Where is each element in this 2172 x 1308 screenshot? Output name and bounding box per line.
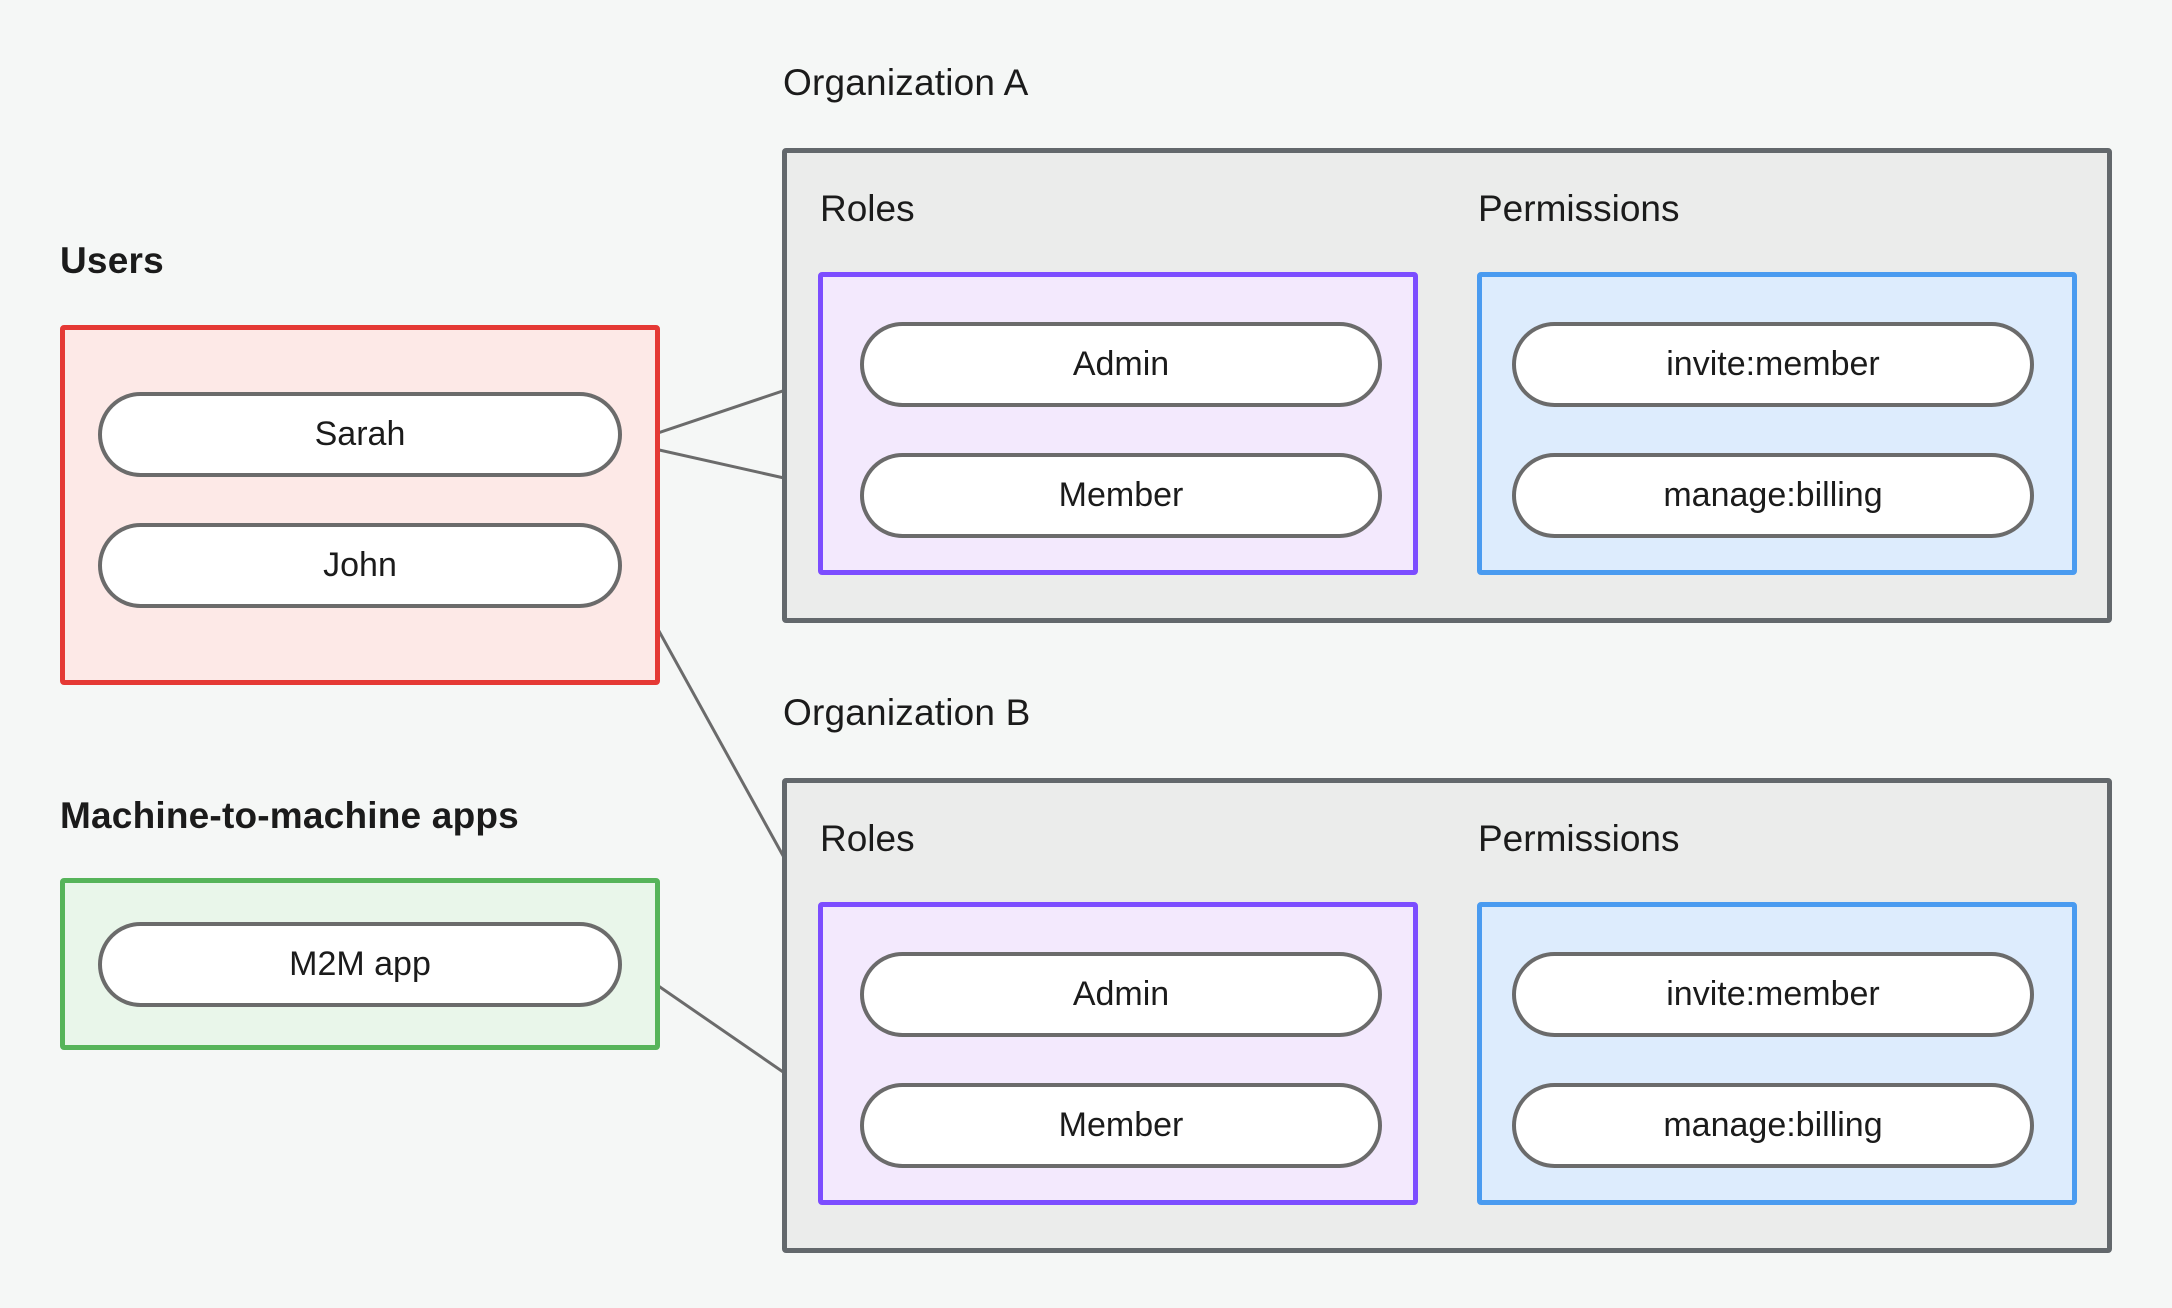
orgB-permissions-caption: Permissions xyxy=(1478,818,1680,859)
user-node-john[interactable]: John xyxy=(98,523,622,608)
orgA-roles-caption: Roles xyxy=(820,188,915,229)
orgA-permission-node-invite-member[interactable]: invite:member xyxy=(1512,322,2034,407)
user-node-sarah[interactable]: Sarah xyxy=(98,392,622,477)
m2m-node-app[interactable]: M2M app xyxy=(98,922,622,1007)
orgA-role-node-admin[interactable]: Admin xyxy=(860,322,1382,407)
organization-a-caption: Organization A xyxy=(783,62,1029,103)
orgA-role-node-member[interactable]: Member xyxy=(860,453,1382,538)
organization-b-caption: Organization B xyxy=(783,692,1031,733)
orgB-permission-node-invite-member[interactable]: invite:member xyxy=(1512,952,2034,1037)
m2m-caption: Machine-to-machine apps xyxy=(60,795,519,836)
orgB-role-node-member[interactable]: Member xyxy=(860,1083,1382,1168)
orgB-permission-node-manage-billing[interactable]: manage:billing xyxy=(1512,1083,2034,1168)
orgB-roles-caption: Roles xyxy=(820,818,915,859)
users-group-box xyxy=(60,325,660,685)
users-caption: Users xyxy=(60,240,164,281)
orgA-permission-node-manage-billing[interactable]: manage:billing xyxy=(1512,453,2034,538)
orgB-role-node-admin[interactable]: Admin xyxy=(860,952,1382,1037)
orgA-permissions-caption: Permissions xyxy=(1478,188,1680,229)
